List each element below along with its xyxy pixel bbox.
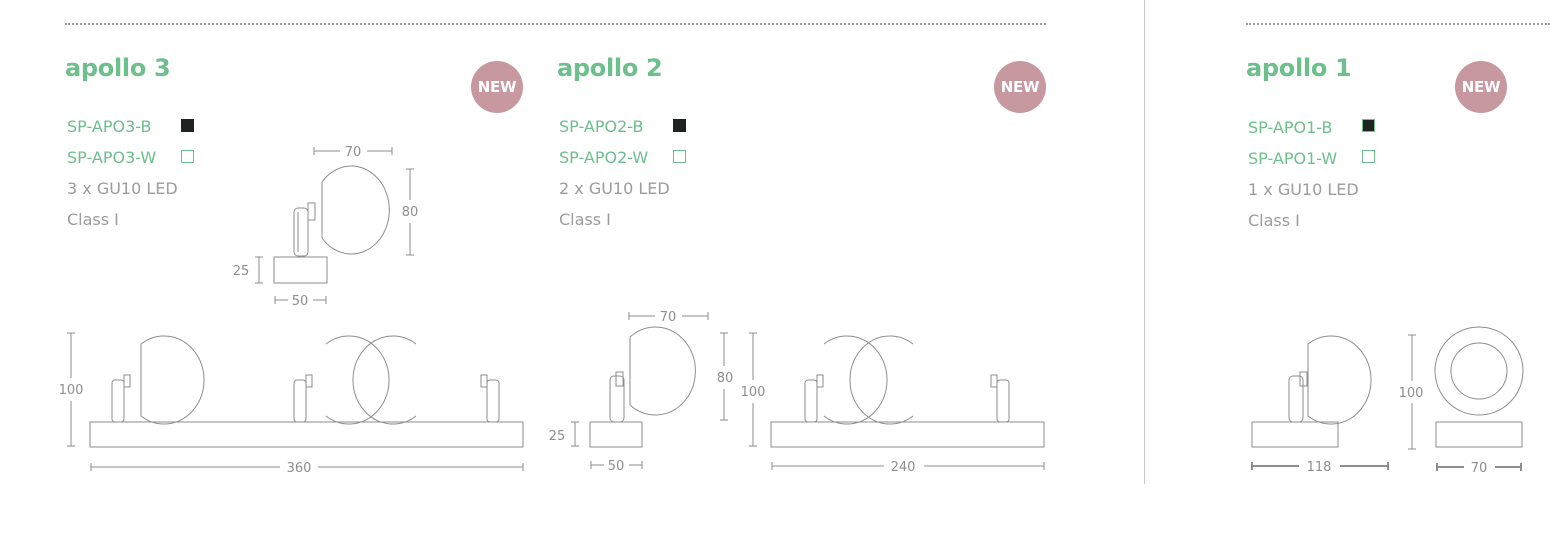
lamp-spec-apollo-3: 3 x GU10 LED [67,179,178,198]
variant-code-apollo-3-black: SP-APO3-B [67,117,152,136]
variant-code-apollo-1-black: SP-APO1-B [1248,118,1333,137]
apollo-2-front-drawing [770,335,1045,470]
section-rule-left [65,23,1046,25]
apollo-3-front-drawing [67,332,524,471]
dim-apollo-3-base-width: 50 [292,294,309,309]
black-finish-swatch-apollo-1 [1362,119,1375,132]
dim-apollo-2-base-height: 25 [549,429,566,444]
new-badge-apollo-3: NEW [471,61,523,113]
black-finish-swatch-apollo-3 [181,119,194,132]
page-divider [1144,0,1145,484]
class-spec-apollo-2: Class I [559,210,611,229]
section-rule-right [1246,23,1550,25]
class-spec-apollo-3: Class I [67,210,119,229]
dim-apollo-2-total-length: 240 [891,460,916,475]
dim-apollo-1-height: 100 [1399,386,1424,401]
dim-apollo-3-head-width: 70 [345,145,362,160]
variant-code-apollo-1-white: SP-APO1-W [1248,149,1338,168]
dim-apollo-3-total-height: 100 [59,383,84,398]
product-title-apollo-3: apollo 3 [65,54,171,82]
dim-apollo-3-total-length: 360 [287,461,312,476]
dim-apollo-1-width: 70 [1471,461,1488,476]
apollo-3-head-detail-drawing [255,147,414,304]
apollo-2-side-drawing [571,312,757,469]
dim-apollo-2-head-width: 70 [660,310,677,325]
dim-apollo-3-base-height: 25 [233,264,250,279]
lamp-spec-apollo-2: 2 x GU10 LED [559,179,670,198]
product-title-apollo-2: apollo 2 [557,54,663,82]
dim-apollo-2-base-width: 50 [608,459,625,474]
white-finish-swatch-apollo-3 [181,150,194,163]
product-title-apollo-1: apollo 1 [1246,54,1352,82]
white-finish-swatch-apollo-2 [673,150,686,163]
class-spec-apollo-1: Class I [1248,211,1300,230]
white-finish-swatch-apollo-1 [1362,150,1375,163]
black-finish-swatch-apollo-2 [673,119,686,132]
variant-code-apollo-2-white: SP-APO2-W [559,148,649,167]
lamp-spec-apollo-1: 1 x GU10 LED [1248,180,1359,199]
dim-apollo-1-depth: 118 [1307,460,1332,475]
dim-apollo-3-head-height: 80 [402,205,419,220]
new-badge-apollo-2: NEW [994,61,1046,113]
apollo-1-side-drawing [1251,334,1416,470]
dim-apollo-2-head-height: 80 [717,371,734,386]
dim-apollo-2-total-height: 100 [741,385,766,400]
new-badge-apollo-1: NEW [1455,61,1507,113]
variant-code-apollo-2-black: SP-APO2-B [559,117,644,136]
variant-code-apollo-3-white: SP-APO3-W [67,148,157,167]
apollo-1-front-drawing [1434,326,1524,471]
